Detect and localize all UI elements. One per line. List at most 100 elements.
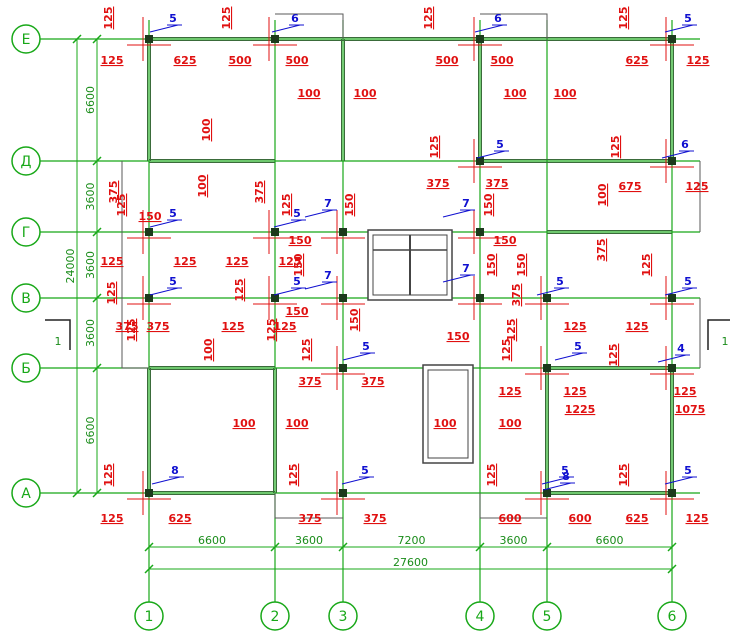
row-bubble-1: [11, 146, 41, 176]
col-axis-label-1: 2: [271, 609, 280, 625]
bottom-dim-tick-3: [475, 542, 485, 552]
door-frame: [422, 364, 474, 464]
col-axis-label-2: 3: [339, 609, 348, 625]
dim-label-69: 625: [169, 512, 192, 525]
dim-label-15: 100: [196, 174, 209, 197]
left-dim-label-2: 3600: [84, 251, 97, 279]
mark-label-0: 5: [169, 12, 177, 25]
mark-label-5: 6: [681, 138, 689, 151]
dim-label-29: 150: [482, 193, 495, 216]
left-dim-label-4: 6600: [84, 417, 97, 445]
mark-leader-0: [149, 24, 179, 33]
section-mark-left: [45, 319, 71, 350]
mark-leader-9: [442, 209, 472, 218]
dim-label-48: 375: [510, 284, 523, 307]
mark-leader-20: [341, 476, 371, 485]
dim-label-0: 125: [102, 7, 115, 30]
mark-leader-16: [342, 352, 372, 361]
column-10: [145, 294, 153, 302]
dim-label-83: 125: [280, 194, 293, 217]
left-dim-tick-3: [92, 293, 102, 303]
dim-label-21: 125: [609, 136, 622, 159]
dim-label-81: 125: [505, 319, 518, 342]
mark-leader-10: [149, 287, 179, 296]
dim-label-57: 125: [499, 385, 522, 398]
walls: [121, 13, 701, 519]
mark-label-22: 8: [562, 470, 570, 483]
column-21: [543, 489, 551, 497]
mark-leader-4: [476, 150, 506, 159]
bottom-total-tick-0: [144, 564, 154, 574]
mark-label-7: 5: [293, 207, 301, 220]
mark-leader-21: [541, 476, 571, 485]
dim-label-9: 125: [617, 7, 630, 30]
section-mark-right: [707, 319, 730, 350]
mark-label-13: 7: [324, 269, 332, 282]
dim-label-79: 125: [125, 319, 138, 342]
col-bubble-5: [657, 601, 687, 631]
dim-label-17: 100: [554, 87, 577, 100]
dim-label-77: 625: [626, 512, 649, 525]
col-bubble-3: [465, 601, 495, 631]
left-total-tick-1: [72, 488, 82, 498]
col-bubble-4: [532, 601, 562, 631]
mark-leader-8: [304, 209, 334, 218]
dim-label-31: 150: [447, 330, 470, 343]
column-9: [476, 228, 484, 236]
mark-leader-14: [442, 274, 472, 283]
column-11: [271, 294, 279, 302]
dim-label-20: 375: [486, 177, 509, 190]
dim-label-67: 125: [102, 464, 115, 487]
dim-label-37: 125: [279, 255, 302, 268]
dim-label-10: 625: [626, 54, 649, 67]
column-15: [668, 294, 676, 302]
left-dim-tick-2: [92, 227, 102, 237]
left-dim-tick-1: [92, 156, 102, 166]
row-axis-label-3: В: [21, 291, 31, 307]
dim-label-14: 100: [200, 118, 213, 141]
dim-label-35: 125: [174, 255, 197, 268]
column-3: [668, 35, 676, 43]
mark-label-9: 7: [462, 197, 470, 210]
column-8: [339, 228, 347, 236]
section-mark-right-label: 1: [722, 335, 729, 348]
dim-label-44: 150: [292, 253, 305, 276]
column-13: [476, 294, 484, 302]
row-bubble-5: [11, 478, 41, 508]
dim-label-39: 125: [233, 279, 246, 302]
col-axis-label-4: 5: [543, 609, 552, 625]
bottom-dim-tick-2: [338, 542, 348, 552]
column-14: [543, 294, 551, 302]
dim-label-70: 125: [287, 464, 300, 487]
mark-leader-7: [273, 219, 303, 228]
dim-label-30: 150: [286, 305, 309, 318]
dim-label-7: 500: [436, 54, 459, 67]
left-dim-tick-5: [92, 488, 102, 498]
dim-label-46: 150: [485, 253, 498, 276]
dim-label-49: 125: [640, 254, 653, 277]
bottom-dim-label-0: 6600: [198, 534, 226, 547]
dim-label-36: 125: [226, 255, 249, 268]
dim-label-42: 125: [222, 320, 245, 333]
dim-label-74: 600: [499, 512, 522, 525]
mark-leader-17: [554, 352, 584, 361]
column-19: [145, 489, 153, 497]
left-dim-label-3: 3600: [84, 319, 97, 347]
dim-label-40: 375: [116, 320, 139, 333]
dim-label-22: 675: [619, 180, 642, 193]
row-bubble-2: [11, 217, 41, 247]
mark-leader-6: [149, 219, 179, 228]
mark-leader-22: [542, 482, 572, 491]
left-dim-tick-0: [92, 34, 102, 44]
dim-label-62: 1075: [675, 403, 706, 416]
column-12: [339, 294, 347, 302]
dim-label-56: 375: [362, 375, 385, 388]
outline: [121, 13, 701, 519]
bottom-dim-tick-5: [667, 542, 677, 552]
dim-label-18: 125: [428, 136, 441, 159]
row-bubble-3: [11, 283, 41, 313]
mark-label-1: 6: [291, 12, 299, 25]
dim-label-59: 125: [607, 344, 620, 367]
mark-label-16: 5: [362, 340, 370, 353]
